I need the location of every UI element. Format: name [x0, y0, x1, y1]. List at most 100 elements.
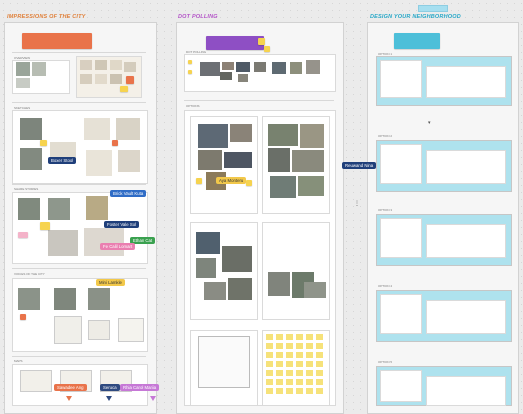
vote-sticky[interactable] — [296, 334, 303, 340]
photo[interactable] — [228, 278, 252, 300]
note-yellow[interactable] — [188, 70, 192, 74]
design-sheet[interactable] — [426, 66, 506, 98]
vote-sticky[interactable] — [306, 370, 313, 376]
aerial-photo[interactable] — [88, 288, 110, 310]
map-thumbnail[interactable] — [16, 78, 30, 88]
note-yellow[interactable] — [40, 222, 50, 230]
note-orange[interactable] — [126, 76, 134, 84]
vote-sticky[interactable] — [316, 379, 323, 385]
vote-sticky[interactable] — [286, 370, 293, 376]
design-sheet[interactable] — [426, 224, 506, 258]
option-card-4[interactable] — [262, 222, 330, 320]
vote-sticky[interactable] — [296, 370, 303, 376]
vote-sticky[interactable] — [266, 343, 273, 349]
top-note[interactable] — [418, 5, 448, 12]
aerial-photo[interactable] — [18, 198, 40, 220]
vote-sticky[interactable] — [296, 343, 303, 349]
sketch-thumb[interactable] — [80, 60, 92, 70]
sketch-thumb[interactable] — [124, 62, 136, 72]
expand-chevron-icon[interactable]: ⋮ — [354, 201, 360, 207]
vote-sticky[interactable] — [286, 361, 293, 367]
photo[interactable] — [268, 148, 290, 172]
sketch-thumb[interactable] — [110, 60, 122, 70]
sketch-map[interactable] — [20, 370, 52, 392]
note-yellow[interactable] — [196, 178, 202, 184]
photo[interactable] — [198, 150, 222, 170]
design-sheet[interactable] — [426, 376, 506, 406]
photo[interactable] — [270, 176, 296, 198]
vote-sticky[interactable] — [286, 343, 293, 349]
vote-sticky[interactable] — [276, 334, 283, 340]
photo[interactable] — [198, 124, 228, 148]
photo[interactable] — [298, 176, 324, 196]
vote-sticky[interactable] — [296, 361, 303, 367]
vote-sticky[interactable] — [306, 361, 313, 367]
vote-sticky[interactable] — [266, 370, 273, 376]
sketch-photo[interactable] — [116, 118, 140, 140]
photo[interactable] — [254, 62, 266, 72]
sketch-photo[interactable] — [84, 118, 110, 140]
aerial-photo[interactable] — [48, 198, 70, 220]
sketch-diagram[interactable] — [54, 316, 82, 344]
design-sheet[interactable] — [380, 144, 422, 184]
vote-sticky[interactable] — [276, 343, 283, 349]
vote-sticky[interactable] — [316, 388, 323, 394]
vote-sticky[interactable] — [306, 343, 313, 349]
vote-sticky[interactable] — [316, 352, 323, 358]
vote-sticky[interactable] — [316, 343, 323, 349]
sketch-photo[interactable] — [86, 150, 112, 176]
photo[interactable] — [204, 282, 226, 300]
sketch-thumb[interactable] — [95, 60, 107, 70]
vote-sticky[interactable] — [276, 361, 283, 367]
instruction-note-purple[interactable] — [206, 36, 264, 50]
vote-sticky[interactable] — [276, 379, 283, 385]
vote-sticky[interactable] — [306, 388, 313, 394]
sketch-thumb[interactable] — [95, 74, 107, 84]
note-orange[interactable] — [20, 314, 26, 320]
vote-sticky[interactable] — [296, 352, 303, 358]
photo[interactable] — [84, 228, 124, 256]
photo[interactable] — [196, 258, 216, 278]
design-sheet[interactable] — [426, 150, 506, 184]
map-thumbnail[interactable] — [32, 62, 46, 76]
design-sheet[interactable] — [380, 370, 422, 402]
photo[interactable] — [236, 62, 250, 72]
expand-chevron-icon[interactable]: ▾ — [428, 120, 431, 126]
vote-sticky[interactable] — [286, 379, 293, 385]
photo[interactable] — [224, 152, 252, 168]
vote-sticky[interactable] — [306, 352, 313, 358]
sketch-photo[interactable] — [118, 150, 140, 172]
vote-sticky[interactable] — [286, 352, 293, 358]
photo[interactable] — [290, 62, 302, 74]
vote-sticky[interactable] — [266, 361, 273, 367]
photo[interactable] — [272, 62, 286, 74]
sketch-diagram[interactable] — [118, 318, 144, 342]
instruction-note-orange[interactable] — [22, 33, 92, 49]
vote-sticky[interactable] — [276, 370, 283, 376]
vote-sticky[interactable] — [316, 334, 323, 340]
sketch-thumb[interactable] — [80, 74, 92, 84]
photo[interactable] — [222, 246, 252, 272]
design-sheet[interactable] — [380, 60, 422, 98]
photo[interactable] — [86, 196, 108, 220]
vote-sticky[interactable] — [266, 334, 273, 340]
photo[interactable] — [268, 124, 298, 146]
vote-sticky[interactable] — [296, 379, 303, 385]
sketch-diagram[interactable] — [88, 320, 110, 340]
aerial-photo[interactable] — [20, 148, 42, 170]
aerial-photo[interactable] — [20, 118, 42, 140]
design-sheet[interactable] — [380, 218, 422, 258]
vote-sticky[interactable] — [266, 352, 273, 358]
instruction-note-teal[interactable] — [394, 33, 440, 49]
note-yellow[interactable] — [246, 180, 252, 186]
photo[interactable] — [304, 282, 326, 298]
design-sheet[interactable] — [426, 300, 506, 334]
photo[interactable] — [238, 74, 248, 82]
vote-sticky[interactable] — [306, 379, 313, 385]
note-pink[interactable] — [18, 232, 28, 238]
vote-sticky[interactable] — [296, 388, 303, 394]
design-sheet[interactable] — [380, 294, 422, 334]
note-yellow[interactable] — [188, 60, 192, 64]
sketch-thumb[interactable] — [110, 74, 122, 84]
photo[interactable] — [220, 72, 232, 80]
